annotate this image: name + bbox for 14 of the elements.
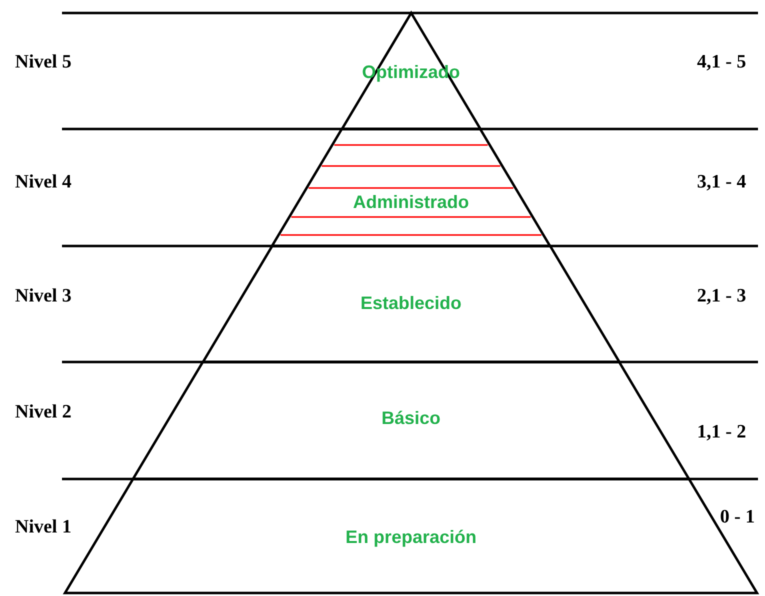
score-range: 1,1 - 2 bbox=[697, 422, 746, 442]
tier-label: Establecido bbox=[360, 294, 462, 312]
tier-label: En preparación bbox=[345, 528, 477, 546]
level-label: Nivel 1 bbox=[15, 518, 72, 536]
level-label: Nivel 4 bbox=[15, 172, 72, 192]
level-label: Nivel 3 bbox=[15, 286, 72, 306]
score-range: 4,1 - 5 bbox=[697, 52, 746, 72]
score-range: 3,1 - 4 bbox=[697, 172, 746, 192]
tier-label: Básico bbox=[381, 409, 440, 427]
score-range: 0 - 1 bbox=[720, 508, 755, 526]
score-range: 2,1 - 3 bbox=[697, 286, 746, 306]
level-label: Nivel 5 bbox=[15, 52, 72, 72]
level-label: Nivel 2 bbox=[15, 402, 72, 422]
tier-label: Administrado bbox=[352, 193, 469, 211]
